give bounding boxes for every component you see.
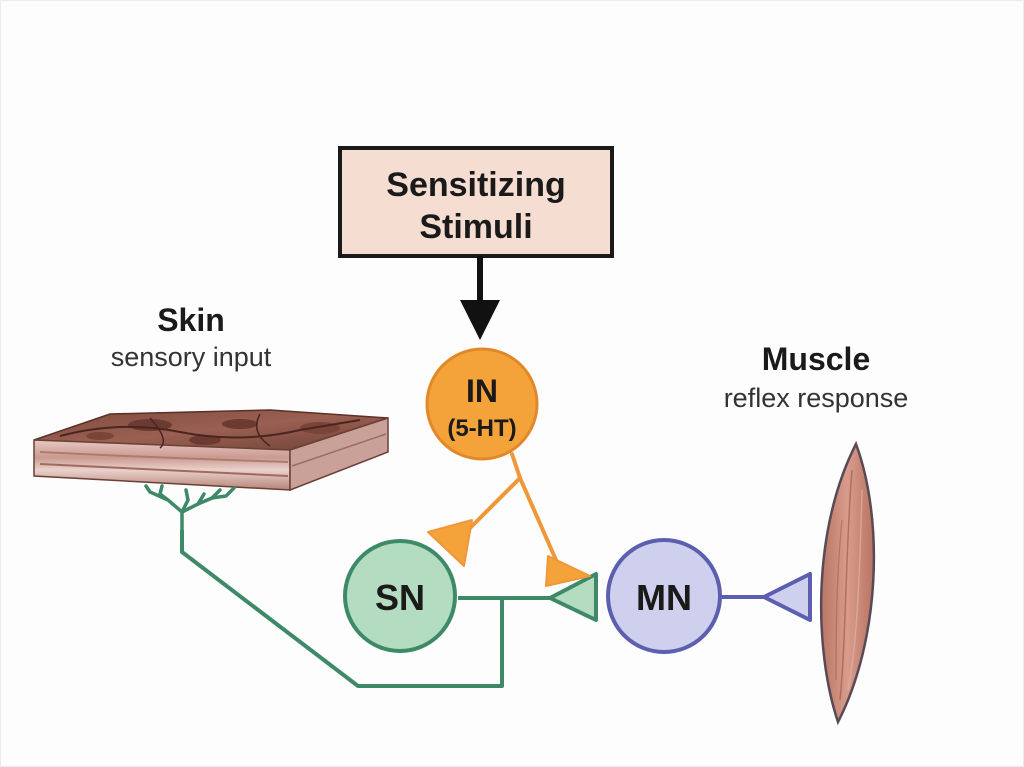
- sensory-nerve-endings: [144, 484, 236, 532]
- skin-title: Skin: [157, 302, 225, 338]
- stimuli-label-line1: Sensitizing: [386, 166, 565, 204]
- mn-synaptic-terminal: [762, 572, 812, 622]
- sn-label: SN: [375, 577, 425, 618]
- in-sublabel: (5-HT): [447, 415, 516, 442]
- sn-synaptic-terminal: [548, 572, 598, 622]
- down-arrow-icon: [460, 256, 500, 340]
- in-terminal-on-synapse: [545, 555, 591, 587]
- skin-tissue-illustration: [33, 409, 389, 492]
- mn-label: MN: [636, 577, 692, 618]
- sensory-axon: [180, 530, 556, 688]
- muscle-subtitle: reflex response: [724, 383, 909, 413]
- sensory-neuron-sn[interactable]: SN: [343, 539, 457, 653]
- in-terminal-on-sn: [427, 519, 473, 567]
- sensitizing-stimuli-box: Sensitizing Stimuli: [338, 146, 614, 258]
- muscle-illustration: [819, 440, 876, 726]
- muscle-title: Muscle: [762, 341, 870, 377]
- interneuron-in[interactable]: IN (5-HT): [425, 347, 539, 461]
- in-label: IN: [466, 373, 498, 409]
- skin-subtitle: sensory input: [111, 342, 272, 372]
- interneuron-axon: [464, 452, 558, 562]
- motor-neuron-mn[interactable]: MN: [606, 538, 722, 654]
- stimuli-label-line2: Stimuli: [419, 208, 532, 246]
